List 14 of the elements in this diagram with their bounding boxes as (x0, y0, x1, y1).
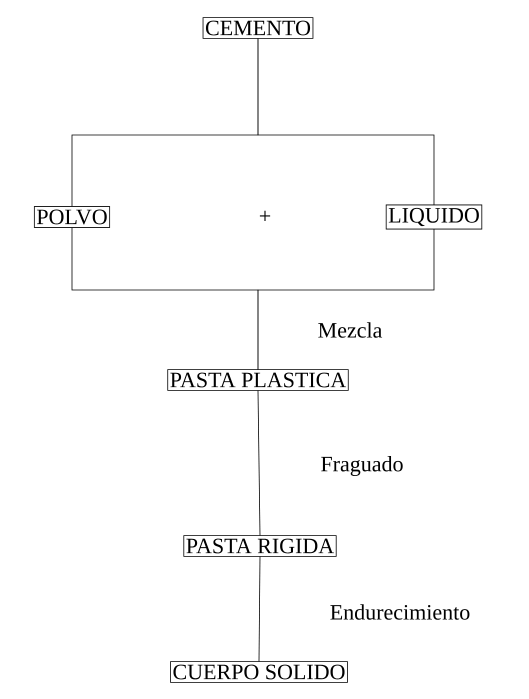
process-box: PASTA RIGIDA (183, 535, 337, 557)
connector-line (258, 229, 434, 370)
process-box: LIQUIDO (386, 204, 482, 230)
process-box: PASTA PLASTICA (167, 369, 349, 391)
edge-label: Mezcla (316, 321, 384, 339)
process-box: CEMENTO (202, 17, 314, 39)
connector-line (258, 556, 260, 662)
process-box: CUERPO SOLIDO (170, 661, 348, 683)
process-box: POLVO (34, 206, 110, 228)
edge-label: Endurecimiento (328, 603, 472, 621)
connector-line (258, 390, 260, 536)
edge-label: Fraguado (319, 455, 405, 477)
plus-sign: + (260, 210, 270, 222)
connector-line (258, 38, 434, 205)
